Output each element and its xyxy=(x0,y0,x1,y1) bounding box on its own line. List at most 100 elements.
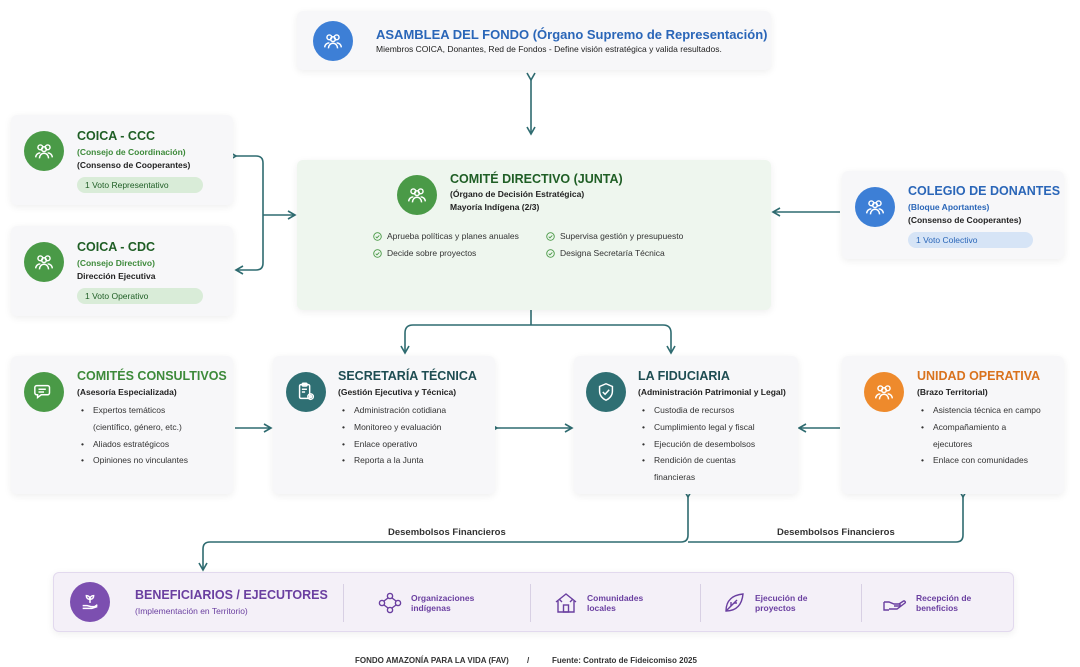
comite-directivo-card xyxy=(297,160,771,310)
hand-receive-icon xyxy=(880,588,910,618)
list-item: Opiniones no vinculantes xyxy=(79,452,188,469)
beneficiary-label: Comunidades xyxy=(587,593,644,603)
coica-ccc-sub2: (Consenso de Cooperantes) xyxy=(77,160,191,170)
fiduciaria-title: LA FIDUCIARIA xyxy=(638,369,730,383)
list-item: Expertos temáticos xyxy=(79,402,188,419)
hand-plant-icon xyxy=(70,582,110,622)
list-item: Asistencia técnica en campo xyxy=(919,402,1041,419)
beneficiary-label: indígenas xyxy=(411,603,451,613)
consultivos-sub1: (Asesoría Especializada) xyxy=(77,387,177,397)
beneficiary-label: proyectos xyxy=(755,603,796,613)
secretaria-list: Administración cotidiana Monitoreo y eva… xyxy=(340,402,446,469)
flow-label-right: Desembolsos Financieros xyxy=(777,527,895,538)
arrow-comite-secretaria xyxy=(400,324,531,355)
comite-list-left: Aprueba políticas y planes anuales Decid… xyxy=(373,228,519,262)
check-icon xyxy=(373,232,382,241)
secretaria-sub1: (Gestión Ejecutiva y Técnica) xyxy=(338,387,457,397)
chat-bubbles-icon xyxy=(24,372,64,412)
footer-left: FONDO AMAZONÍA PARA LA VIDA (FAV) xyxy=(355,656,509,665)
asamblea-card xyxy=(297,11,771,70)
comite-item: Aprueba políticas y planes anuales xyxy=(373,228,519,245)
coica-cdc-title: COICA - CDC xyxy=(77,240,156,254)
beneficiary-label: Ejecución de xyxy=(755,593,808,603)
list-item: Administración cotidiana xyxy=(340,402,446,419)
colegio-sub1: (Bloque Aportantes) xyxy=(908,202,990,212)
check-icon xyxy=(546,249,555,258)
list-item: Reporta a la Junta xyxy=(340,452,446,469)
people-group-icon xyxy=(855,187,895,227)
coica-cdc-sub1: (Consejo Directivo) xyxy=(77,258,155,268)
list-item: Enlace operativo xyxy=(340,436,446,453)
divider xyxy=(861,584,862,622)
arrow-coica-bracket xyxy=(228,151,264,275)
people-group-icon xyxy=(313,21,353,61)
coica-ccc-sub1: (Consejo de Coordinación) xyxy=(77,147,186,157)
list-item: Aliados estratégicos xyxy=(79,436,188,453)
leaf-icon xyxy=(719,588,749,618)
unidad-title: UNIDAD OPERATIVA xyxy=(917,369,1041,383)
list-item: Cumplimiento legal y fiscal xyxy=(640,419,755,436)
list-item: Monitoreo y evaluación xyxy=(340,419,446,436)
comite-item: Supervisa gestión y presupuesto xyxy=(546,228,683,245)
footer-divider: / xyxy=(527,656,530,665)
coica-ccc-title: COICA - CCC xyxy=(77,129,156,143)
check-icon xyxy=(546,232,555,241)
list-item: Enlace con comunidades xyxy=(919,452,1041,469)
coica-cdc-sub2: Dirección Ejecutiva xyxy=(77,271,156,281)
clipboard-gear-icon xyxy=(286,372,326,412)
comite-list-right: Supervisa gestión y presupuesto Designa … xyxy=(546,228,683,262)
comite-title: COMITÉ DIRECTIVO (JUNTA) xyxy=(450,172,623,186)
hut-icon xyxy=(551,588,581,618)
consultivos-list: Expertos temáticos (científico, género, … xyxy=(79,402,188,469)
list-item: Ejecución de desembolsos xyxy=(640,436,755,453)
beneficiary-label: locales xyxy=(587,603,616,613)
list-item: Acompañamiento a xyxy=(919,419,1041,436)
shield-check-icon xyxy=(586,372,626,412)
beneficiarios-sub: (Implementación en Territorio) xyxy=(135,606,248,616)
coica-cdc-vote-badge: 1 Voto Operativo xyxy=(77,288,203,304)
check-icon xyxy=(373,249,382,258)
comite-item: Decide sobre proyectos xyxy=(373,245,519,262)
comite-sub1: (Órgano de Decisión Estratégica) xyxy=(450,189,585,199)
people-group-icon xyxy=(864,372,904,412)
arrow-comite-fiduciaria xyxy=(531,324,676,355)
divider xyxy=(530,584,531,622)
divider xyxy=(343,584,344,622)
secretaria-title: SECRETARÍA TÉCNICA xyxy=(338,369,477,383)
list-item: (científico, género, etc.) xyxy=(93,421,182,432)
coica-ccc-vote-badge: 1 Voto Representativo xyxy=(77,177,203,193)
people-group-icon xyxy=(24,242,64,282)
asamblea-title: ASAMBLEA DEL FONDO (Órgano Supremo de Re… xyxy=(376,27,768,42)
footer-right: Fuente: Contrato de Fideicomiso 2025 xyxy=(552,656,697,665)
comite-item: Designa Secretaría Técnica xyxy=(546,245,683,262)
list-item: financieras xyxy=(654,472,696,483)
beneficiary-label: Organizaciones xyxy=(411,593,475,603)
fiduciaria-sub1: (Administración Patrimonial y Legal) xyxy=(638,387,786,397)
list-item: Custodia de recursos xyxy=(640,402,755,419)
beneficiary-label: Recepción de xyxy=(916,593,972,603)
beneficiary-label: beneficios xyxy=(916,603,959,613)
consultivos-title: COMITÉS CONSULTIVOS xyxy=(77,369,227,383)
colegio-sub2: (Consenso de Cooperantes) xyxy=(908,215,1022,225)
colegio-title: COLEGIO DE DONANTES xyxy=(908,184,1061,198)
comite-sub2: Mayoría Indígena (2/3) xyxy=(450,202,540,212)
fiduciaria-list: Custodia de recursos Cumplimiento legal … xyxy=(640,402,755,486)
asamblea-subtitle: Miembros COICA, Donantes, Red de Fondos … xyxy=(376,44,722,54)
unidad-sub1: (Brazo Territorial) xyxy=(917,387,988,397)
beneficiarios-card xyxy=(53,572,1014,632)
unidad-list: Asistencia técnica en campo Acompañamien… xyxy=(919,402,1041,469)
list-item: ejecutores xyxy=(933,438,973,449)
people-group-icon xyxy=(24,131,64,171)
people-network-icon xyxy=(375,588,405,618)
people-group-icon xyxy=(397,175,437,215)
divider xyxy=(700,584,701,622)
colegio-vote-badge: 1 Voto Colectivo xyxy=(908,232,1033,248)
list-item: Rendición de cuentas xyxy=(640,452,755,469)
flow-label-left: Desembolsos Financieros xyxy=(388,527,506,538)
beneficiarios-title: BENEFICIARIOS / EJECUTORES xyxy=(135,588,328,602)
